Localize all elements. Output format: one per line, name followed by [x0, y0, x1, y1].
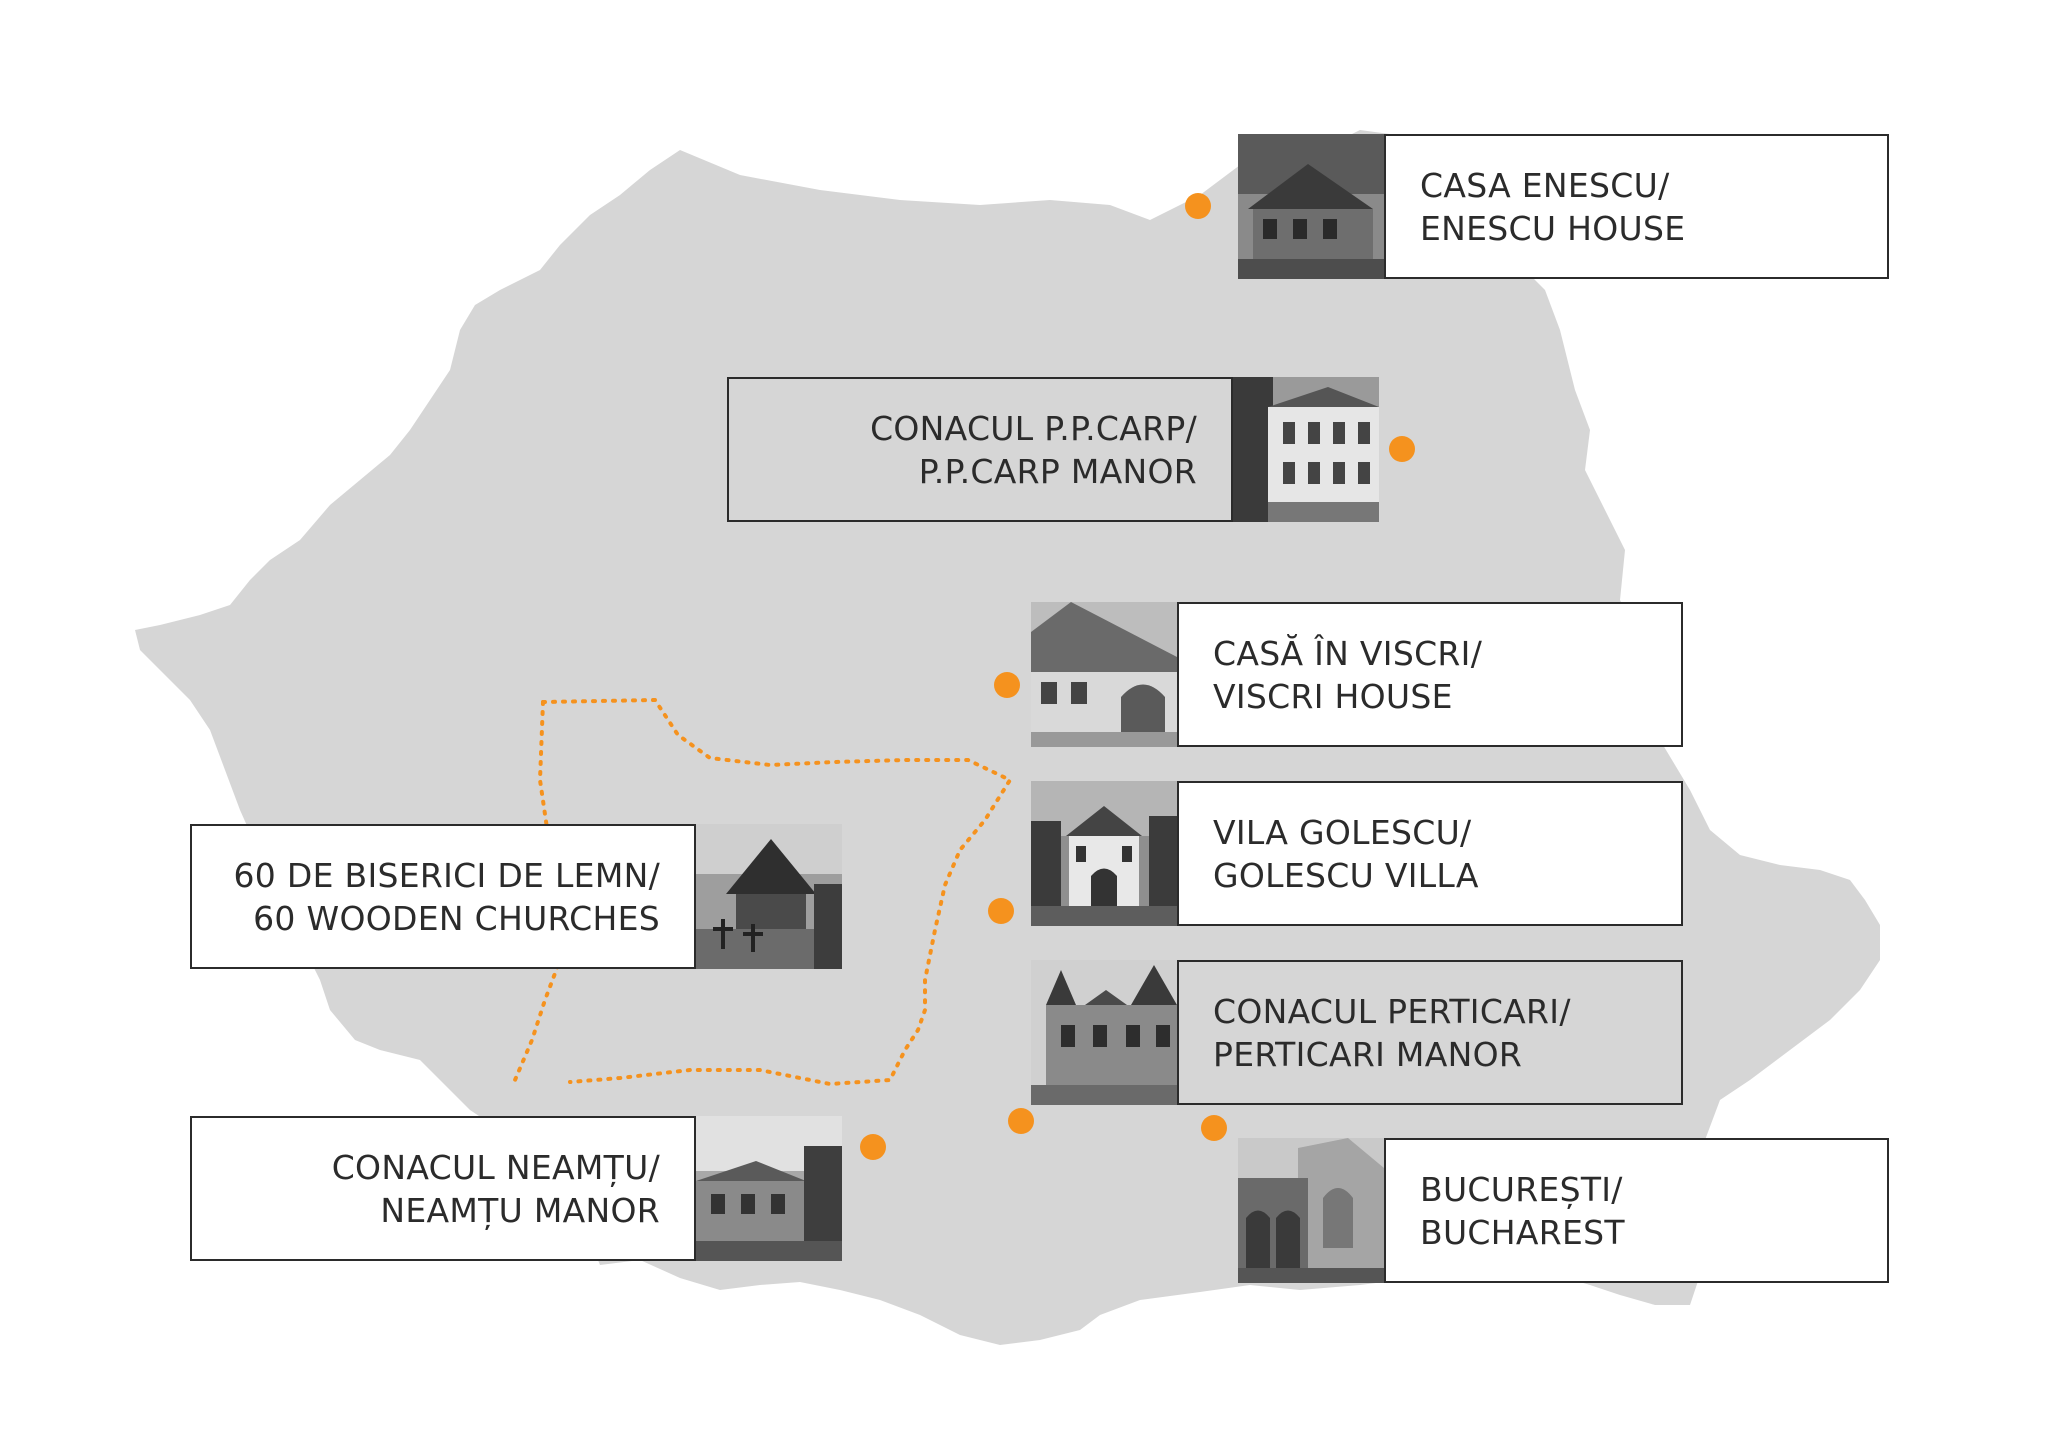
photo-neamtu [696, 1116, 842, 1261]
label-golescu-line1: VILA GOLESCU/ [1213, 812, 1472, 852]
label-viscri-line2: VISCRI HOUSE [1213, 676, 1453, 716]
marker-viscri[interactable] [994, 672, 1020, 698]
photo-churches [696, 824, 842, 969]
label-churches-line1: 60 DE BISERICI DE LEMN/ [233, 855, 660, 895]
marker-enescu[interactable] [1185, 193, 1211, 219]
label-churches: 60 DE BISERICI DE LEMN/ 60 WOODEN CHURCH… [190, 824, 696, 969]
label-viscri: CASĂ ÎN VISCRI/ VISCRI HOUSE [1177, 602, 1683, 747]
label-perticari-line2: PERTICARI MANOR [1213, 1034, 1523, 1074]
label-neamtu: CONACUL NEAMȚU/ NEAMȚU MANOR [190, 1116, 696, 1261]
label-neamtu-line2: NEAMȚU MANOR [380, 1190, 660, 1230]
label-neamtu-line1: CONACUL NEAMȚU/ [331, 1147, 660, 1187]
photo-bucuresti [1238, 1138, 1384, 1283]
house-photo-icon [1031, 602, 1177, 747]
wooden-churches-route [541, 697, 1013, 1087]
marker-perticari[interactable] [1008, 1108, 1034, 1134]
photo-viscri [1031, 602, 1177, 747]
photo-golescu [1031, 781, 1177, 926]
label-bucuresti-line1: BUCUREȘTI/ [1420, 1169, 1623, 1209]
manor-photo-icon [1031, 960, 1177, 1105]
label-viscri-line1: CASĂ ÎN VISCRI/ [1213, 633, 1483, 673]
label-perticari: CONACUL PERTICARI/ PERTICARI MANOR [1177, 960, 1683, 1105]
manor-photo-icon [1233, 377, 1379, 522]
photo-enescu [1238, 134, 1384, 279]
church-photo-icon [696, 824, 842, 969]
marker-carp[interactable] [1389, 436, 1415, 462]
label-carp-line1: CONACUL P.P.CARP/ [870, 408, 1197, 448]
label-bucuresti: BUCUREȘTI/ BUCHAREST [1384, 1138, 1889, 1283]
villa-photo-icon [1031, 781, 1177, 926]
house-photo-icon [1238, 134, 1384, 279]
label-enescu-line1: CASA ENESCU/ [1420, 165, 1670, 205]
marker-neamtu[interactable] [860, 1134, 886, 1160]
label-churches-line2: 60 WOODEN CHURCHES [253, 898, 660, 938]
label-golescu: VILA GOLESCU/ GOLESCU VILLA [1177, 781, 1683, 926]
label-carp: CONACUL P.P.CARP/ P.P.CARP MANOR [727, 377, 1233, 522]
label-enescu: CASA ENESCU/ ENESCU HOUSE [1384, 134, 1889, 279]
country-outline [135, 130, 1880, 1345]
label-golescu-line2: GOLESCU VILLA [1213, 855, 1479, 895]
marker-golescu[interactable] [988, 898, 1014, 924]
label-carp-line2: P.P.CARP MANOR [918, 451, 1197, 491]
photo-perticari [1031, 960, 1177, 1105]
label-bucuresti-line2: BUCHAREST [1420, 1212, 1625, 1252]
marker-bucuresti[interactable] [1201, 1115, 1227, 1141]
manor-photo-icon [696, 1116, 842, 1261]
building-photo-icon [1238, 1138, 1384, 1283]
label-enescu-line2: ENESCU HOUSE [1420, 208, 1686, 248]
photo-carp [1233, 377, 1379, 522]
label-perticari-line1: CONACUL PERTICARI/ [1213, 991, 1571, 1031]
